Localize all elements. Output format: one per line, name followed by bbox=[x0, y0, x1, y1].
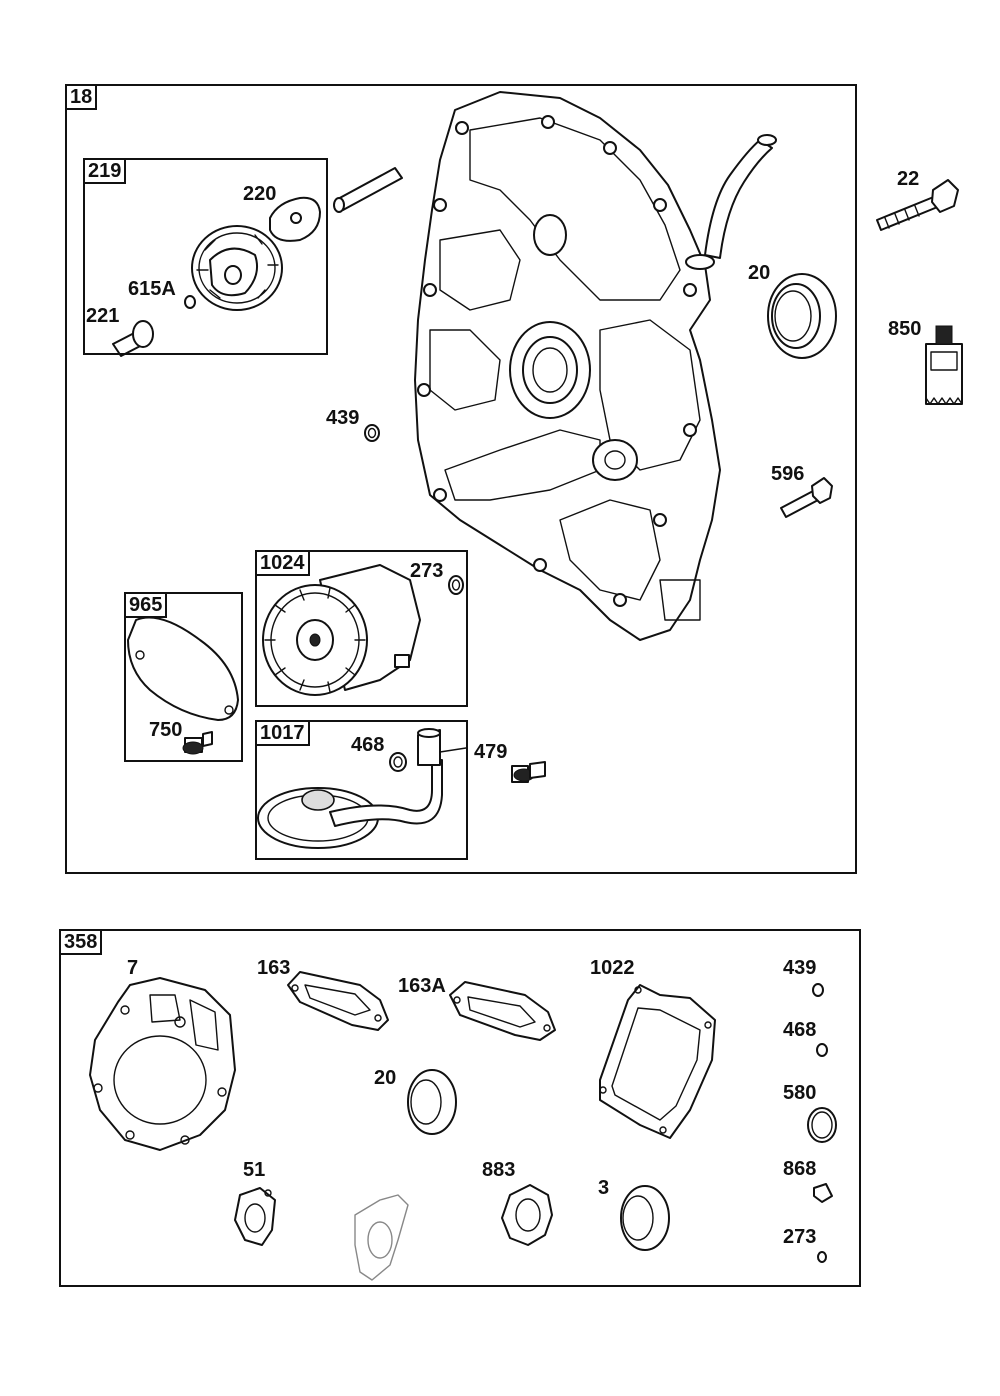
callout-20-main: 20 bbox=[748, 262, 771, 284]
callout-163a: 163A bbox=[398, 975, 446, 997]
group-219-frame: 219 bbox=[83, 158, 328, 355]
bolt-22 bbox=[876, 179, 959, 231]
callout-439-main: 439 bbox=[326, 407, 360, 429]
group-1024-frame: 1024 bbox=[255, 550, 468, 707]
callout-479: 479 bbox=[474, 741, 508, 763]
group-1017-frame: 1017 bbox=[255, 720, 468, 860]
callout-3: 3 bbox=[598, 1177, 610, 1199]
callout-883: 883 bbox=[482, 1159, 516, 1181]
callout-439-set: 439 bbox=[783, 957, 817, 979]
callout-468-set: 468 bbox=[783, 1019, 817, 1041]
group-965-frame: 965 bbox=[124, 592, 243, 762]
gasket-965 bbox=[127, 616, 239, 755]
main-assembly-frame: 18 bbox=[65, 84, 857, 874]
callout-221: 221 bbox=[86, 305, 120, 327]
oil-pump-parts bbox=[112, 167, 403, 357]
o-ring-439-main bbox=[364, 424, 380, 442]
oil-seal-main bbox=[767, 273, 837, 359]
callout-615a: 615A bbox=[128, 278, 176, 300]
callout-1022: 1022 bbox=[590, 957, 635, 979]
gasket-set-parts bbox=[89, 971, 837, 1281]
callout-580: 580 bbox=[783, 1082, 817, 1104]
callout-468-main: 468 bbox=[351, 734, 385, 756]
callout-22: 22 bbox=[897, 168, 920, 190]
group-219-tag: 219 bbox=[83, 158, 127, 184]
group-1024-tag: 1024 bbox=[255, 550, 310, 576]
crankcase-cover bbox=[414, 91, 777, 641]
callout-850: 850 bbox=[888, 318, 922, 340]
oil-pickup-1017 bbox=[257, 728, 546, 849]
callout-596: 596 bbox=[771, 463, 805, 485]
governor-gear-1024 bbox=[262, 564, 464, 696]
gasket-set-tag: 358 bbox=[59, 929, 103, 955]
group-965-tag: 965 bbox=[124, 592, 168, 618]
callout-750: 750 bbox=[149, 719, 183, 741]
callout-273-main: 273 bbox=[410, 560, 444, 582]
bolt-596 bbox=[780, 477, 833, 518]
main-assembly-tag: 18 bbox=[65, 84, 98, 110]
group-1017-tag: 1017 bbox=[255, 720, 310, 746]
callout-51: 51 bbox=[243, 1159, 266, 1181]
callout-273-set: 273 bbox=[783, 1226, 817, 1248]
callout-868: 868 bbox=[783, 1158, 817, 1180]
sealant-tube bbox=[925, 325, 963, 405]
callout-163: 163 bbox=[257, 957, 291, 979]
callout-20-set: 20 bbox=[374, 1067, 397, 1089]
callout-220: 220 bbox=[243, 183, 277, 205]
callout-7: 7 bbox=[127, 957, 139, 979]
gasket-set-frame: 358 bbox=[59, 929, 861, 1287]
